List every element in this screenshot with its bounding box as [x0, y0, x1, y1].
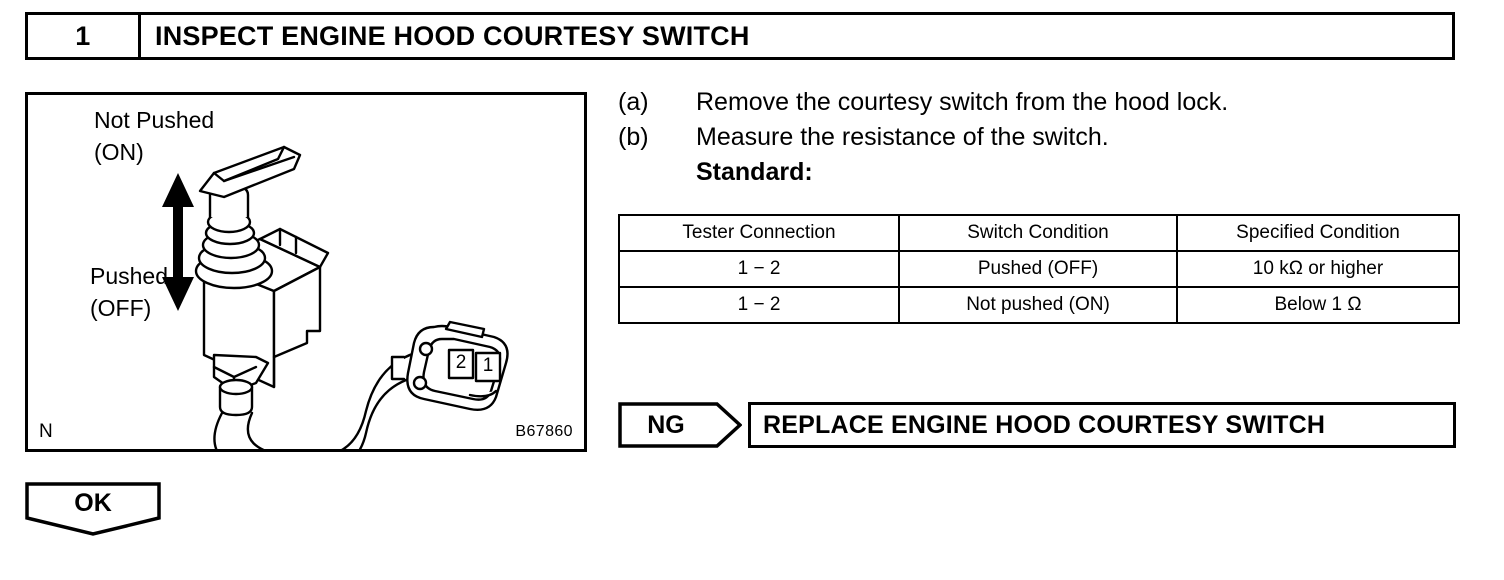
procedure-list: (a) Remove the courtesy switch from the … [618, 88, 1458, 187]
table-row: 1 − 2 Pushed (OFF) 10 kΩ or higher [618, 250, 1460, 288]
cell-tester-connection-1: 1 − 2 [618, 250, 900, 288]
ok-badge: OK [25, 482, 161, 536]
connector-pin-2: 2 [455, 352, 467, 373]
step-header-bar: 1 INSPECT ENGINE HOOD COURTESY SWITCH [25, 12, 1455, 60]
ng-result-row: NG REPLACE ENGINE HOOD COURTESY SWITCH [618, 402, 1456, 448]
specification-table: Tester Connection Switch Condition Speci… [618, 214, 1460, 324]
ng-action-bar: REPLACE ENGINE HOOD COURTESY SWITCH [748, 402, 1456, 448]
label-pushed: Pushed [90, 263, 169, 289]
procedure-step-b: (b) Measure the resistance of the switch… [618, 123, 1458, 152]
illustration-panel: Not Pushed (ON) Pushed (OFF) 2 1 N B6786… [25, 92, 587, 452]
ng-arrow-shape [618, 402, 742, 448]
connector-pin-1: 1 [482, 355, 494, 376]
ok-pentagon-shape [25, 482, 161, 536]
cell-specified-condition-2: Below 1 Ω [1176, 286, 1460, 324]
step-number: 1 [28, 15, 141, 57]
step-title: INSPECT ENGINE HOOD COURTESY SWITCH [155, 20, 750, 51]
figure-code: B67860 [515, 423, 573, 440]
column-header-tester-connection: Tester Connection [618, 214, 900, 252]
up-down-arrow-icon [162, 173, 194, 311]
procedure-step-b-marker: (b) [618, 123, 649, 151]
column-header-specified-condition: Specified Condition [1176, 214, 1460, 252]
standard-label: Standard: [696, 158, 813, 186]
figure-letter: N [39, 421, 53, 442]
column-header-switch-condition: Switch Condition [898, 214, 1178, 252]
table-header-row: Tester Connection Switch Condition Speci… [618, 214, 1460, 252]
table-row: 1 − 2 Not pushed (ON) Below 1 Ω [618, 286, 1460, 324]
procedure-step-a-text: Remove the courtesy switch from the hood… [696, 88, 1229, 116]
courtesy-switch-diagram [162, 145, 509, 449]
cell-specified-condition-1: 10 kΩ or higher [1176, 250, 1460, 288]
label-on: (ON) [94, 139, 144, 165]
ok-badge-label: OK [74, 488, 112, 517]
cell-tester-connection-2: 1 − 2 [618, 286, 900, 324]
procedure-step-a: (a) Remove the courtesy switch from the … [618, 88, 1458, 117]
ng-badge: NG [618, 402, 742, 448]
label-not-pushed: Not Pushed [94, 107, 215, 133]
procedure-step-a-marker: (a) [618, 88, 649, 116]
label-off: (OFF) [90, 295, 152, 321]
cell-switch-condition-1: Pushed (OFF) [898, 250, 1178, 288]
cell-switch-condition-2: Not pushed (ON) [898, 286, 1178, 324]
ng-badge-label: NG [647, 410, 685, 439]
procedure-step-b-text: Measure the resistance of the switch. [696, 123, 1109, 151]
